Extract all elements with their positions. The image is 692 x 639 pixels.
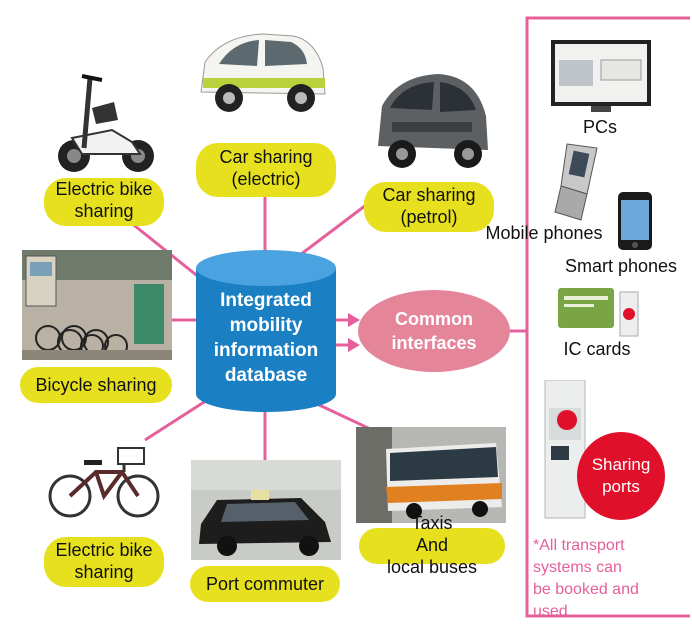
label-line: Car sharing xyxy=(382,185,476,205)
electric-bicycle-image xyxy=(48,447,160,518)
label-line: Port commuter xyxy=(205,574,325,594)
mobile-phone-image xyxy=(554,143,598,221)
label-line: sharing xyxy=(74,562,134,582)
footnote-line: be booked and xyxy=(533,581,639,598)
footnote-line: systems can xyxy=(533,559,622,576)
sharing-port-image xyxy=(544,380,586,519)
pcs-label: PCs xyxy=(582,117,617,137)
ebike-sharing-bottom-label: Electric bike sharing xyxy=(44,537,164,587)
label-line: Bicycle sharing xyxy=(35,375,157,395)
connector-ebike-bottom xyxy=(144,393,216,442)
label-line: local buses xyxy=(386,557,478,577)
car-sharing-petrol-label: Car sharing (petrol) xyxy=(364,182,494,232)
label-line: Electric bike xyxy=(55,179,153,199)
port-commuter-label: Port commuter xyxy=(190,566,340,602)
sharing-ports-line: ports xyxy=(602,477,640,496)
arrow-head xyxy=(348,313,360,327)
car-sharing-electric-label: Car sharing (electric) xyxy=(196,143,336,197)
label-line: Car sharing xyxy=(219,147,313,167)
taxi-image xyxy=(191,460,341,560)
smartphone-image xyxy=(618,192,652,250)
mobile-phones-label: Mobile phones xyxy=(485,223,603,243)
sharing-ports-node: Sharing ports xyxy=(577,432,665,520)
label-line: Electric bike xyxy=(55,540,153,560)
common-interfaces-line: Common xyxy=(395,309,473,329)
ebike-sharing-top-label: Electric bike sharing xyxy=(44,178,164,226)
bicycle-sharing-label: Bicycle sharing xyxy=(20,367,172,403)
common-interfaces-line: interfaces xyxy=(391,333,477,353)
devices-bracket xyxy=(525,16,690,618)
taxis-pill-background xyxy=(359,528,505,564)
database-cylinder xyxy=(196,250,336,412)
bus-image xyxy=(356,427,506,523)
smart-phones-label: Smart phones xyxy=(564,256,678,276)
label-line: Taxis xyxy=(411,513,453,533)
database-label-line: information xyxy=(213,340,319,361)
label-line: sharing xyxy=(74,201,134,221)
pc-image xyxy=(551,40,651,112)
electric-car-image xyxy=(200,33,326,112)
label-line: (petrol) xyxy=(400,207,458,227)
petrol-car-image xyxy=(378,74,488,168)
ic-card-image xyxy=(558,288,639,337)
footnote-line: *All transport xyxy=(533,537,625,554)
common-interfaces-node: Common interfaces xyxy=(358,290,510,372)
taxis-buses-label: Taxis And local buses xyxy=(359,512,505,578)
bicycle-station-image xyxy=(22,250,172,360)
footnote-line: used xyxy=(533,603,568,620)
label-line: And xyxy=(415,535,449,555)
database-label: Integrated mobility information database xyxy=(196,288,336,388)
label-line: (electric) xyxy=(231,169,301,189)
electric-scooter-image xyxy=(58,74,154,172)
ic-cards-label: IC cards xyxy=(563,339,631,359)
sharing-ports-line: Sharing xyxy=(591,455,651,474)
arrow-head xyxy=(348,338,360,352)
database-label-line: mobility xyxy=(229,315,303,336)
database-label-line: database xyxy=(224,365,308,386)
database-label-line: Integrated xyxy=(220,290,312,311)
booking-footnote: *All transport systems can be booked and… xyxy=(533,535,683,623)
